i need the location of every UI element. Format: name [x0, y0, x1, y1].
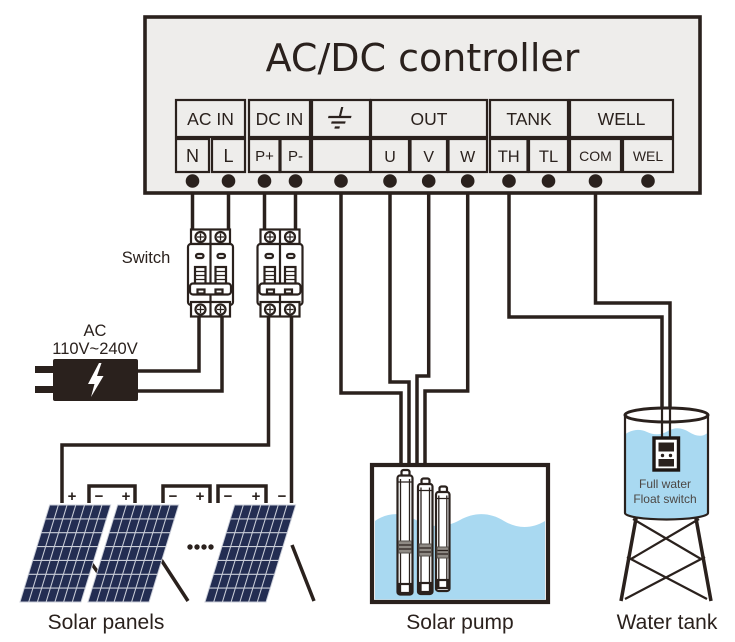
terminal-label-p-minus: P-: [288, 148, 303, 165]
wire-ac-upper: [138, 316, 201, 373]
float-switch-label-line2: Float switch: [633, 492, 696, 506]
submersible-pump-3: [434, 485, 451, 593]
submersible-pump-2: [416, 477, 434, 596]
polarity-mark: +: [68, 488, 77, 505]
water-tank-caption: Water tank: [617, 611, 718, 634]
terminal-tl: [527, 137, 570, 174]
polarity-mark: −: [95, 488, 104, 505]
wire-u: [388, 173, 411, 467]
jumper-2: [161, 484, 212, 503]
tank-sides: [623, 415, 710, 513]
breaker-1: [186, 228, 235, 318]
terminal-u: [369, 137, 411, 174]
terminal-l: [210, 137, 247, 174]
float-switch: [652, 436, 681, 472]
ac-source: [35, 359, 138, 401]
polarity-mark: −: [224, 488, 233, 505]
wire-com: [593, 173, 672, 450]
tank-bottom-edge: [623, 512, 710, 521]
terminal-w: [447, 137, 489, 174]
group-well: [568, 98, 675, 139]
terminal-n: [174, 137, 211, 174]
polarity-mark: −: [278, 488, 287, 505]
group-tank: [488, 98, 570, 139]
breaker-2: [256, 228, 304, 318]
solar-pump-caption: Solar pump: [406, 611, 513, 634]
polarity-mark: +: [196, 488, 205, 505]
water-tank-tower: Full water Float switch: [619, 400, 713, 602]
group-dc-in: [247, 98, 312, 139]
group-label-well: WELL: [598, 109, 646, 129]
lightning-bolt-icon: [88, 363, 104, 397]
float-switch-label-line1: Full water: [639, 477, 691, 491]
jumper-3: [216, 484, 268, 503]
jumper-1: [87, 484, 137, 503]
wire-v: [415, 173, 431, 467]
group-label-out: OUT: [411, 109, 448, 129]
submersible-pump-1: [396, 468, 414, 596]
series-ellipsis-dots: [187, 544, 214, 550]
wire-ac-lower: [138, 316, 224, 393]
terminal-th: [488, 137, 529, 174]
terminal-com: [568, 137, 623, 174]
terminal-label-l: L: [223, 146, 233, 166]
terminal-wel: [621, 137, 675, 174]
terminal-label-th: TH: [498, 148, 520, 166]
solar-array: + − + − + − + −: [19, 484, 316, 603]
terminal-label-w: W: [460, 149, 476, 166]
wires: [60, 173, 672, 503]
tower-braces: [624, 518, 708, 600]
pump-well: [369, 462, 551, 605]
terminal-label-n: N: [186, 146, 199, 166]
terminal-p-minus: [279, 137, 312, 174]
terminal-v: [409, 137, 449, 174]
terminal-label-wel: WEL: [633, 148, 664, 164]
polarity-mark: +: [252, 488, 261, 505]
polarity-mark: +: [122, 488, 131, 505]
wire-w: [423, 173, 470, 467]
ac-source-label-line2: 110V~240V: [52, 340, 137, 358]
terminal-label-u: U: [384, 149, 396, 166]
wire-th: [507, 173, 664, 450]
solar-panel-2: [87, 504, 180, 603]
tank-rim: [623, 406, 710, 424]
earth-ground-icon: [327, 107, 352, 129]
terminal-label-p-plus: P+: [255, 148, 274, 165]
breaker-label: Switch: [122, 249, 171, 267]
solar-panels-caption: Solar panels: [48, 611, 165, 634]
terminal-label-tl: TL: [539, 148, 558, 166]
controller-box: AC/DC controller AC IN DC IN OUT TANK WE…: [143, 15, 702, 195]
terminal-label-v: V: [423, 149, 434, 166]
solar-panel-1: [19, 504, 112, 603]
wire-pv-positive: [60, 316, 271, 503]
group-label-ac-in: AC IN: [187, 109, 234, 129]
wire-ground: [339, 173, 403, 467]
terminal-label-com: COM: [579, 148, 612, 164]
solar-panel-3: [204, 504, 297, 603]
terminal-p-plus: [247, 137, 281, 174]
group-ground: [310, 98, 372, 139]
group-label-tank: TANK: [506, 109, 552, 129]
group-ac-in: [174, 98, 247, 139]
controller-title: AC/DC controller: [266, 36, 580, 80]
terminal-dots: [185, 174, 655, 188]
group-label-dc-in: DC IN: [256, 109, 304, 129]
tank-water-bottom: [625, 506, 708, 520]
polarity-mark: −: [169, 488, 178, 505]
group-out: [369, 98, 489, 139]
ac-source-label-line1: AC: [84, 322, 107, 340]
terminal-ground: [310, 137, 372, 174]
